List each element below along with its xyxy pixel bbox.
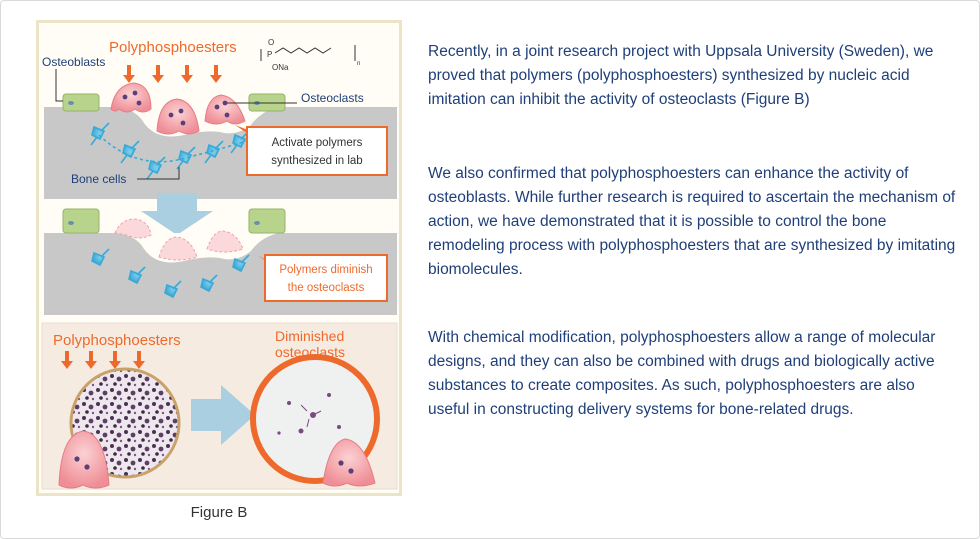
polymer-arrows xyxy=(123,65,222,83)
diminished-osteoclast-cells xyxy=(114,218,244,261)
bone-cell-network xyxy=(90,122,254,180)
svg-text:Activate polymers: Activate polymers xyxy=(272,137,363,149)
svg-text:O: O xyxy=(268,38,274,47)
figure-b-diagram: Polyphosphoesters O P ONa n Osteoblasts xyxy=(41,38,398,490)
bone-cells-label: Bone cells xyxy=(71,172,126,186)
polymer-arrows xyxy=(61,351,145,369)
panel-c: Polyphosphoesters Diminished osteoclasts xyxy=(41,322,398,490)
svg-text:synthesized in lab: synthesized in lab xyxy=(271,155,362,167)
svg-text:n: n xyxy=(357,61,360,67)
paragraph-2: We also confirmed that polyphosphoesters… xyxy=(428,165,956,278)
chemical-structure: O P ONa n xyxy=(260,38,360,72)
osteoclast-cell xyxy=(322,438,376,487)
paragraph-1: Recently, in a joint research project wi… xyxy=(428,43,934,108)
right-arrow xyxy=(191,385,255,445)
osteoclast-cell xyxy=(58,430,110,489)
diminished-label-line1: Diminished xyxy=(275,328,344,344)
panel-c-title: Polyphosphoesters xyxy=(53,332,181,349)
svg-text:Polymers diminish: Polymers diminish xyxy=(279,264,372,276)
figure-caption: Figure B xyxy=(190,504,248,521)
bone-cell-network xyxy=(91,248,250,299)
svg-text:P: P xyxy=(267,50,272,59)
callout-activate xyxy=(246,126,388,176)
paragraph-3: With chemical modification, polyphosphoe… xyxy=(428,329,936,418)
osteoblast-cell xyxy=(62,208,100,234)
osteoblast-cell xyxy=(62,93,100,112)
osteoclasts-label: Osteoclasts xyxy=(301,91,364,105)
panel-a-title: Polyphosphoesters xyxy=(109,39,237,56)
svg-text:ONa: ONa xyxy=(272,63,289,72)
svg-text:the osteoclasts: the osteoclasts xyxy=(288,282,365,294)
osteoblasts-label: Osteoblasts xyxy=(42,55,105,69)
callout-diminish xyxy=(264,254,388,302)
panel-b: Polymers diminish the osteoclasts xyxy=(44,208,397,315)
osteoblast-cell xyxy=(248,208,286,234)
osteoclast-cells xyxy=(110,82,246,135)
panel-a: Polyphosphoesters O P ONa n Osteoblasts xyxy=(42,38,397,199)
sparse-cells xyxy=(277,393,341,435)
down-arrow xyxy=(141,193,213,235)
